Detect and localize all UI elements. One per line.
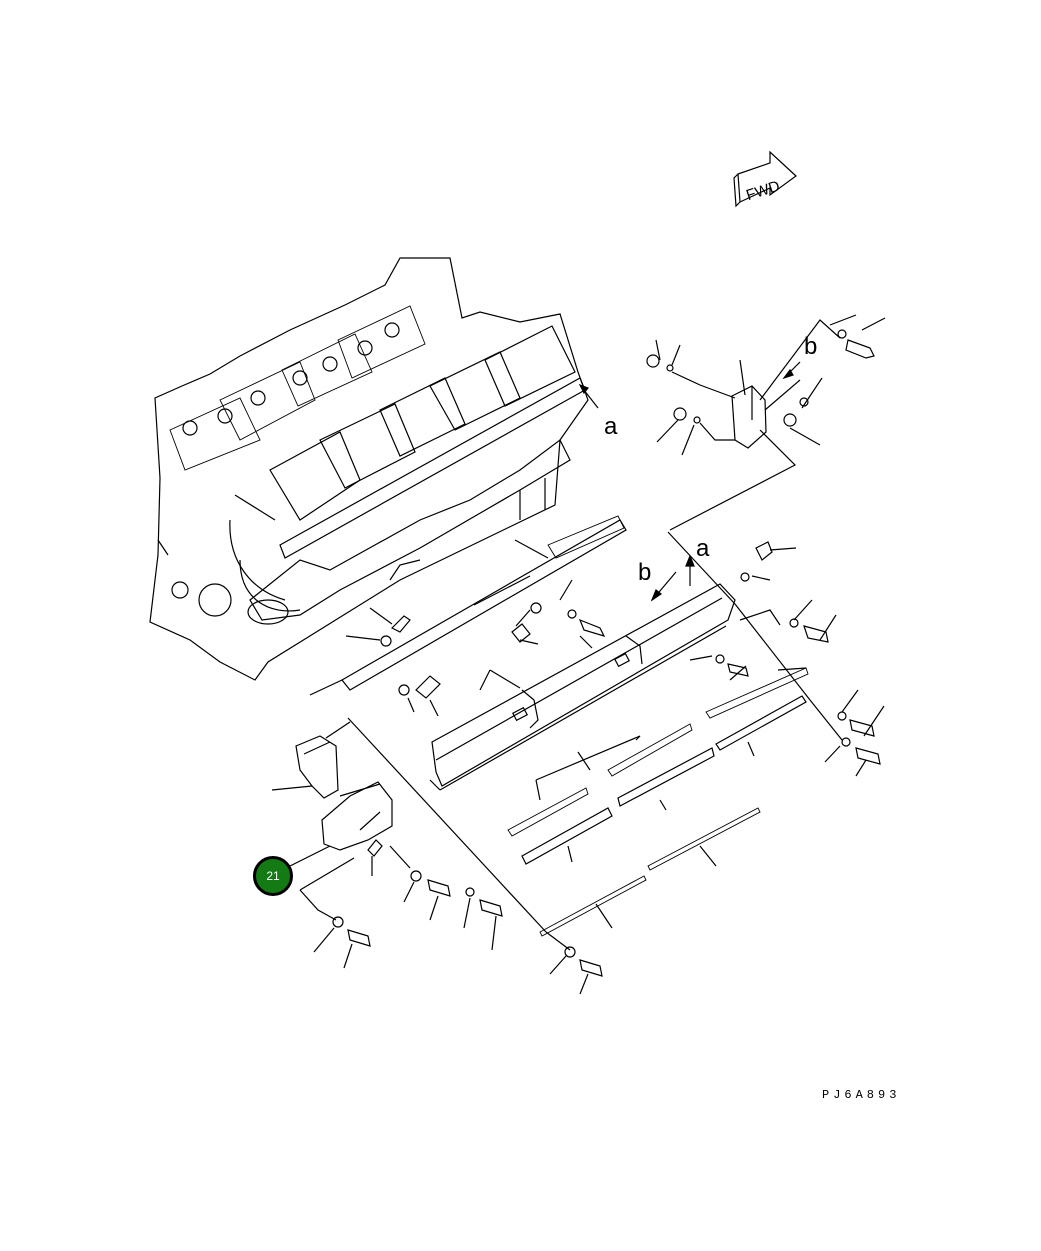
bracket-assembly-top — [646, 314, 886, 531]
exhaust-cover-assembly — [309, 515, 736, 791]
fwd-arrow-icon: FWD — [733, 150, 797, 208]
mounting-hardware-right — [689, 541, 885, 777]
view-label-a-mid: a — [696, 535, 710, 562]
part-code: PJ6A893 — [822, 1088, 901, 1102]
view-label-b-mid: b — [638, 559, 651, 586]
heat-shield-strips — [429, 667, 809, 937]
view-label-a-top: a — [604, 413, 618, 440]
engine-block — [149, 257, 589, 681]
callout-21[interactable]: 21 — [253, 856, 293, 896]
callout-21-number: 21 — [266, 869, 280, 883]
lower-shield-assembly — [271, 717, 603, 995]
view-label-b-top: b — [804, 333, 817, 360]
